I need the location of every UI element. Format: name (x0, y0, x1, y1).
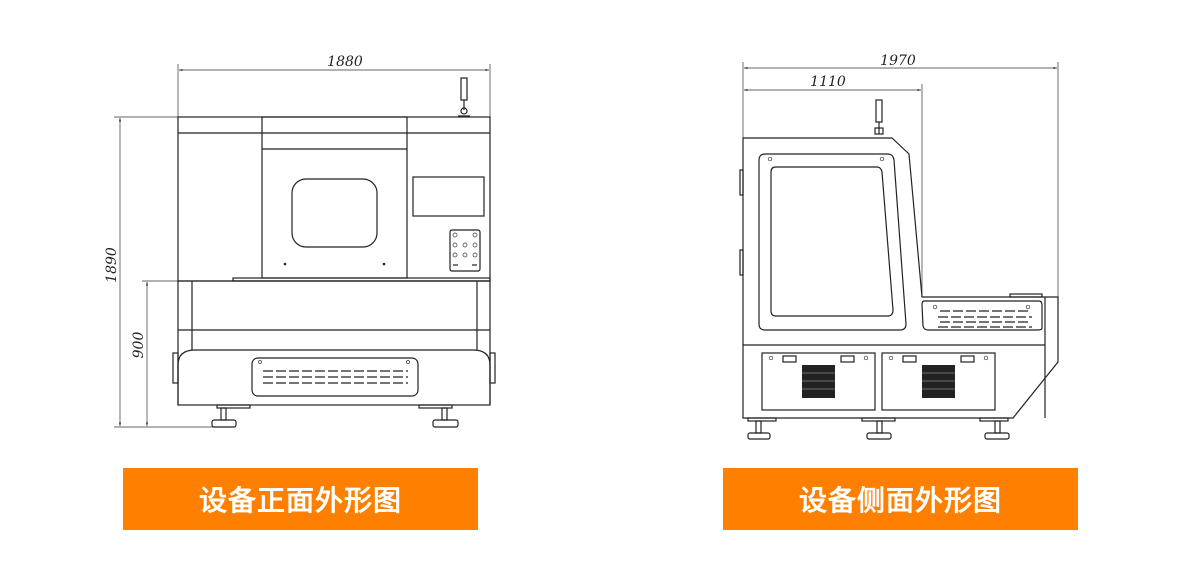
side-door (758, 153, 907, 331)
front-height-dimension: 1890 900 (104, 116, 233, 428)
front-vent-panel (251, 357, 419, 397)
side-drawer-right (881, 352, 996, 411)
front-table-height-label: 900 (131, 332, 147, 359)
front-width-dimension: 1880 (177, 54, 491, 117)
touch-screen (412, 176, 485, 217)
leveling-feet (211, 404, 459, 428)
signal-lamp-icon (874, 99, 884, 135)
front-view-drawing: 1880 1890 900 (104, 54, 496, 428)
side-view-caption: 设备侧面外形图 (723, 468, 1078, 530)
side-view-drawing: 1970 1110 (739, 53, 1059, 440)
front-view-caption: 设备正面外形图 (123, 468, 478, 530)
side-window (770, 166, 894, 317)
side-depth-dimension: 1970 1110 (742, 53, 1059, 297)
side-upper-depth-label: 1110 (810, 74, 846, 90)
front-width-label: 1880 (327, 54, 363, 70)
leveling-feet (747, 417, 1010, 440)
signal-lamp-icon (458, 77, 470, 117)
side-drawer-left (761, 352, 876, 411)
side-depth-label: 1970 (880, 53, 916, 69)
button-keypad (449, 229, 481, 272)
front-height-label: 1890 (104, 247, 120, 283)
side-vent-panel (921, 300, 1043, 331)
